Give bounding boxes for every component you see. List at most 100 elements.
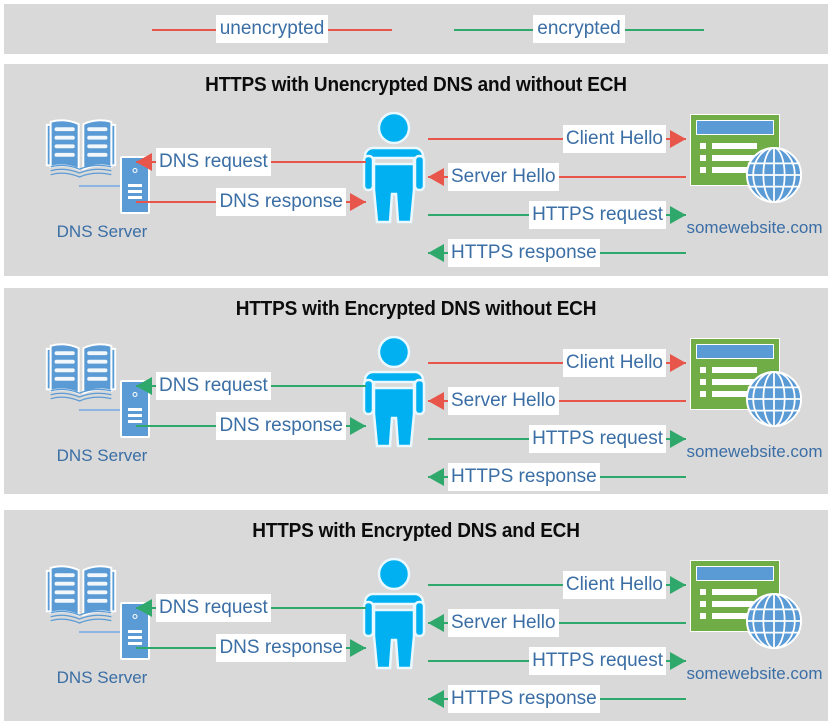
flow-arrowhead-icon (670, 354, 686, 372)
flow-label: Client Hello (562, 571, 666, 599)
dns-connector-line (79, 631, 123, 633)
globe-icon-wrap (745, 146, 803, 204)
flow-label: HTTPS request (529, 201, 666, 229)
flow-label: DNS response (216, 412, 346, 440)
flow-arrowhead-icon (136, 153, 152, 171)
globe-icon-wrap (745, 592, 803, 650)
globe-icon (745, 592, 803, 650)
user-node (359, 557, 429, 670)
person-icon (362, 557, 426, 670)
panel-title: HTTPS with Unencrypted DNS and without E… (205, 74, 627, 96)
flow-dns-request: DNS request (136, 594, 366, 622)
dns-server-node: DNS Server (34, 114, 184, 244)
flow-label: HTTPS request (529, 425, 666, 453)
dns-server-label: DNS Server (56, 668, 148, 687)
flow-server-hello: Server Hello (428, 163, 686, 191)
flow-https-response: HTTPS response (428, 685, 686, 713)
flow-arrowhead-icon (428, 690, 444, 708)
dns-server-node: DNS Server (34, 338, 184, 468)
server-slots-icon (128, 630, 142, 648)
website-label: somewebsite.com (686, 218, 823, 237)
flow-https-request: HTTPS request (428, 425, 686, 453)
flow-arrowhead-icon (670, 652, 686, 670)
website-node: somewebsite.com (682, 560, 827, 690)
flow-dns-response: DNS response (136, 412, 366, 440)
dns-server-label: DNS Server (56, 222, 148, 241)
flow-arrowhead-icon (670, 206, 686, 224)
legend-label-encrypted: encrypted (533, 15, 625, 43)
flow-arrowhead-icon (428, 468, 444, 486)
flow-label: HTTPS response (448, 463, 600, 491)
flow-dns-response: DNS response (136, 634, 366, 662)
flow-https-request: HTTPS request (428, 647, 686, 675)
server-slots-icon (128, 184, 142, 202)
browser-content-icon (700, 143, 757, 179)
panel-encrypted-dns-ech: HTTPS with Encrypted DNS and ECH DNS Ser… (4, 510, 828, 721)
legend-item-unencrypted: unencrypted (152, 4, 392, 54)
website-node: somewebsite.com (682, 114, 827, 244)
flow-arrowhead-icon (136, 377, 152, 395)
flow-dns-request: DNS request (136, 148, 366, 176)
dns-server-node: DNS Server (34, 560, 184, 690)
flow-client-hello: Client Hello (428, 125, 686, 153)
person-icon (362, 335, 426, 448)
flow-client-hello: Client Hello (428, 571, 686, 599)
flow-arrowhead-icon (136, 599, 152, 617)
legend: unencrypted encrypted (4, 4, 828, 54)
open-book-icon-wrap (42, 338, 120, 408)
website-node: somewebsite.com (682, 338, 827, 468)
flow-arrowhead-icon (670, 430, 686, 448)
flow-label: DNS request (156, 372, 271, 400)
flow-line (428, 584, 686, 586)
flow-label: DNS response (216, 188, 346, 216)
flow-arrowhead-icon (428, 168, 444, 186)
flow-server-hello: Server Hello (428, 609, 686, 637)
globe-icon (745, 370, 803, 428)
flow-label: Server Hello (448, 163, 559, 191)
flow-client-hello: Client Hello (428, 349, 686, 377)
flow-arrowhead-icon (670, 576, 686, 594)
flow-label: HTTPS request (529, 647, 666, 675)
flow-label: DNS response (216, 634, 346, 662)
browser-titlebar-icon (696, 120, 774, 135)
legend-item-encrypted: encrypted (454, 4, 704, 54)
browser-titlebar-icon (696, 566, 774, 581)
website-label: somewebsite.com (686, 664, 823, 683)
flow-arrowhead-icon (350, 193, 366, 211)
browser-content-icon (700, 367, 757, 403)
flow-dns-request: DNS request (136, 372, 366, 400)
user-node (359, 335, 429, 448)
flow-label: Client Hello (562, 125, 666, 153)
panel-unencrypted-dns: HTTPS with Unencrypted DNS and without E… (4, 64, 828, 276)
flow-line (428, 138, 686, 140)
dns-connector-line (79, 185, 123, 187)
server-slots-icon (128, 408, 142, 426)
flow-arrowhead-icon (428, 392, 444, 410)
flow-label: Server Hello (448, 387, 559, 415)
flow-dns-response: DNS response (136, 188, 366, 216)
browser-content-icon (700, 589, 757, 625)
panel-title: HTTPS with Encrypted DNS and ECH (252, 520, 580, 542)
open-book-icon (45, 119, 117, 178)
globe-icon-wrap (745, 370, 803, 428)
browser-titlebar-icon (696, 344, 774, 359)
flow-arrowhead-icon (350, 417, 366, 435)
flow-label: HTTPS response (448, 239, 600, 267)
server-tower-icon (120, 156, 150, 214)
open-book-icon-wrap (42, 114, 120, 184)
flow-arrowhead-icon (670, 130, 686, 148)
flow-server-hello: Server Hello (428, 387, 686, 415)
flow-label: DNS request (156, 594, 271, 622)
open-book-icon (45, 565, 117, 624)
panel-title: HTTPS with Encrypted DNS without ECH (235, 298, 597, 320)
flow-label: Client Hello (562, 349, 666, 377)
flow-line (428, 362, 686, 364)
flow-label: Server Hello (448, 609, 559, 637)
dns-server-label: DNS Server (56, 446, 148, 465)
person-icon (362, 111, 426, 224)
flow-arrowhead-icon (350, 639, 366, 657)
open-book-icon-wrap (42, 560, 120, 630)
panel-encrypted-dns: HTTPS with Encrypted DNS without ECH DNS… (4, 288, 828, 494)
flow-label: DNS request (156, 148, 271, 176)
